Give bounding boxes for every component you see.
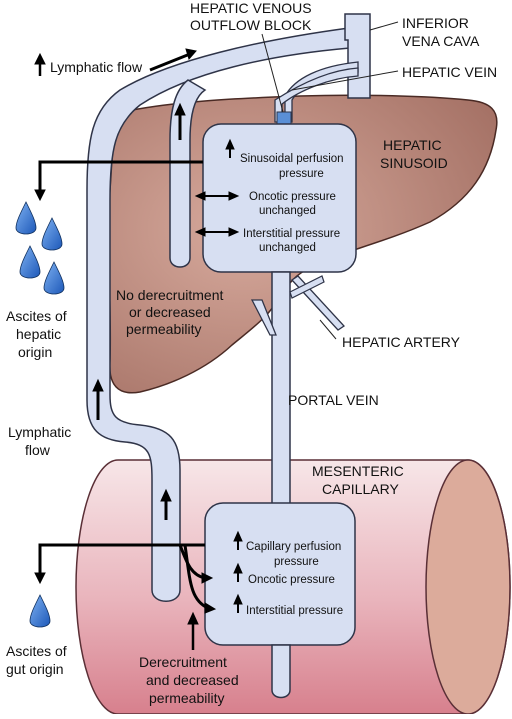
- derecruitment-label-1: Derecruitment: [139, 654, 227, 670]
- hepatic-sinusoid-label-2: SINUSOID: [380, 155, 448, 171]
- ascites-gut-label-1: Ascites of: [6, 643, 67, 659]
- inferior-vena-cava-label-1: INFERIOR: [402, 15, 469, 31]
- ascites-droplets-hepatic: [15, 201, 65, 295]
- droplet-icon: [41, 217, 63, 251]
- ascites-hepatic-label-3: origin: [18, 344, 52, 360]
- hepatic-vein-label: HEPATIC VEIN: [402, 64, 497, 80]
- hepatic-sinusoid-label-1: HEPATIC: [383, 137, 442, 153]
- lymphatic-flow-top-label: Lymphatic flow: [50, 59, 143, 75]
- interstitial-unchanged-label-2: unchanged: [259, 242, 316, 254]
- no-derecruitment-label-2: or decreased: [129, 304, 211, 320]
- hepatic-vein: [274, 61, 359, 125]
- capillary-outflow-stub: [271, 644, 291, 699]
- oncotic-unchanged-label-1: Oncotic pressure: [249, 191, 336, 203]
- portal-vein-label: PORTAL VEIN: [288, 392, 379, 408]
- droplet-icon: [15, 201, 37, 235]
- derecruitment-label-3: permeability: [149, 690, 224, 706]
- leader-lines: [261, 21, 399, 340]
- cylinder-end-cap: [425, 459, 511, 715]
- mesenteric-capillary-label-1: MESENTERIC: [312, 463, 404, 479]
- interstitial-unchanged-label-1: Interstitial pressure: [243, 228, 340, 240]
- inferior-vena-cava-label-2: VENA CAVA: [402, 33, 480, 49]
- ascites-droplets-gut: [29, 594, 51, 628]
- capillary-arrows: [233, 530, 243, 613]
- droplet-icon: [29, 594, 51, 628]
- ascites-hepatic-label-2: hepatic: [16, 326, 61, 342]
- hepatic-artery: [289, 275, 345, 331]
- sinusoid-arrows: [194, 138, 240, 237]
- capillary-perfusion-label-2: pressure: [274, 556, 319, 568]
- ascites-hepatic-label-1: Ascites of: [6, 308, 67, 324]
- interstitial-label: Interstitial pressure: [246, 605, 343, 617]
- droplet-icon: [19, 245, 41, 279]
- hepatic-artery-label: HEPATIC ARTERY: [342, 334, 461, 350]
- oncotic-unchanged-label-2: unchanged: [259, 205, 316, 217]
- no-derecruitment-label-3: permeability: [126, 321, 201, 337]
- no-derecruitment-label-1: No derecruitment: [116, 287, 223, 303]
- sinusoidal-perfusion-label-2: pressure: [279, 168, 324, 180]
- hepatic-leak-path: [34, 160, 203, 202]
- outflow-block-marker: [276, 111, 292, 125]
- ascites-gut-label-2: gut origin: [6, 661, 64, 677]
- lymphatic-trunk: [86, 27, 351, 602]
- lymphatic-flow-arrows: [34, 48, 197, 520]
- derecruitment-label-2: and decreased: [146, 672, 239, 688]
- sinusoidal-perfusion-label-1: Sinusoidal perfusion: [240, 153, 344, 165]
- lymphatic-flow-left-label-1: Lymphatic: [8, 424, 71, 440]
- hepatic-venous-outflow-block-label-2: OUTFLOW BLOCK: [190, 17, 312, 33]
- hepatic-venous-outflow-block-label-1: HEPATIC VENOUS: [190, 0, 312, 16]
- lymphatic-flow-left-label-2: flow: [25, 442, 51, 458]
- mesenteric-capillary-label-2: CAPILLARY: [322, 481, 399, 497]
- gut-leak-path: [34, 543, 217, 650]
- inferior-vena-cava: [344, 13, 371, 99]
- labels: HEPATIC VENOUS OUTFLOW BLOCK INFERIOR VE…: [6, 0, 497, 706]
- oncotic-label: Oncotic pressure: [248, 574, 335, 586]
- capillary-perfusion-label-1: Capillary perfusion: [246, 541, 341, 553]
- droplet-icon: [43, 261, 65, 295]
